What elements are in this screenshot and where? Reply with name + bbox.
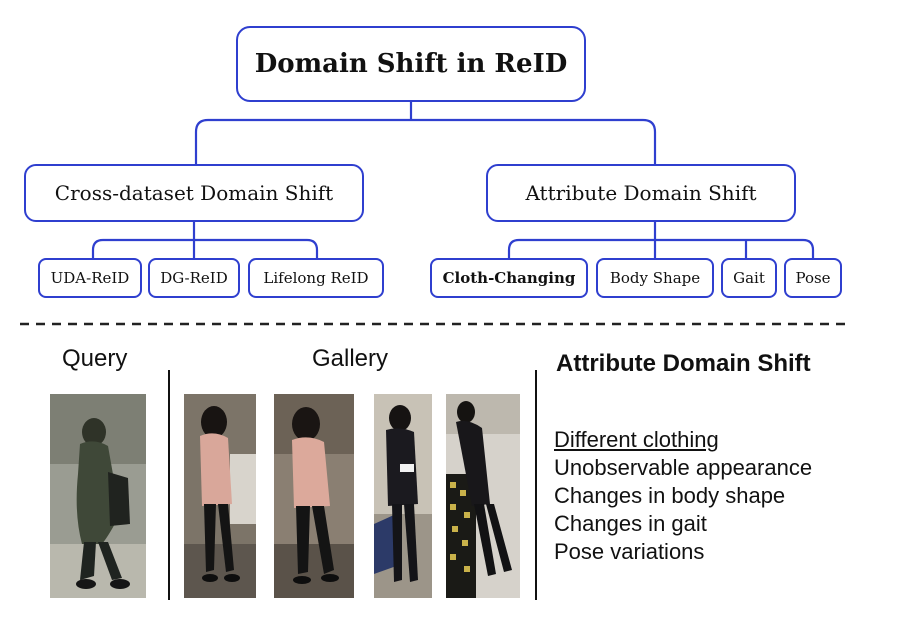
attribute-list: Different clothing Unobservable appearan… [554,426,812,566]
attribute-item: Unobservable appearance [554,455,813,480]
leaf-dg-reid: DG-ReID [148,258,240,298]
gallery-person-image-3 [374,394,432,598]
leaf-pose: Pose [784,258,842,298]
gallery-person-image-4 [446,394,520,598]
cross-dataset-node: Cross-dataset Domain Shift [24,164,364,222]
leaf-uda-reid: UDA-ReID [38,258,142,298]
gallery-text-divider [535,370,537,600]
query-label: Query [62,345,128,372]
leaf-cloth-changing: Cloth-Changing [430,258,588,298]
query-gallery-divider [168,370,170,600]
gallery-label: Gallery [312,345,389,372]
query-person-image [50,394,146,598]
attribute-item: Changes in gait [554,511,707,536]
root-node: Domain Shift in ReID [236,26,586,102]
gallery-person-image-1 [184,394,256,598]
attribute-shift-node: Attribute Domain Shift [486,164,796,222]
leaf-gait: Gait [721,258,777,298]
attribute-item: Changes in body shape [554,483,786,508]
attribute-item: Different clothing [554,427,719,452]
leaf-body-shape: Body Shape [596,258,714,298]
gallery-person-image-2 [274,394,354,598]
attribute-shift-heading: Attribute Domain Shift [556,350,811,377]
leaf-lifelong-reid: Lifelong ReID [248,258,384,298]
attribute-item: Pose variations [554,539,705,564]
